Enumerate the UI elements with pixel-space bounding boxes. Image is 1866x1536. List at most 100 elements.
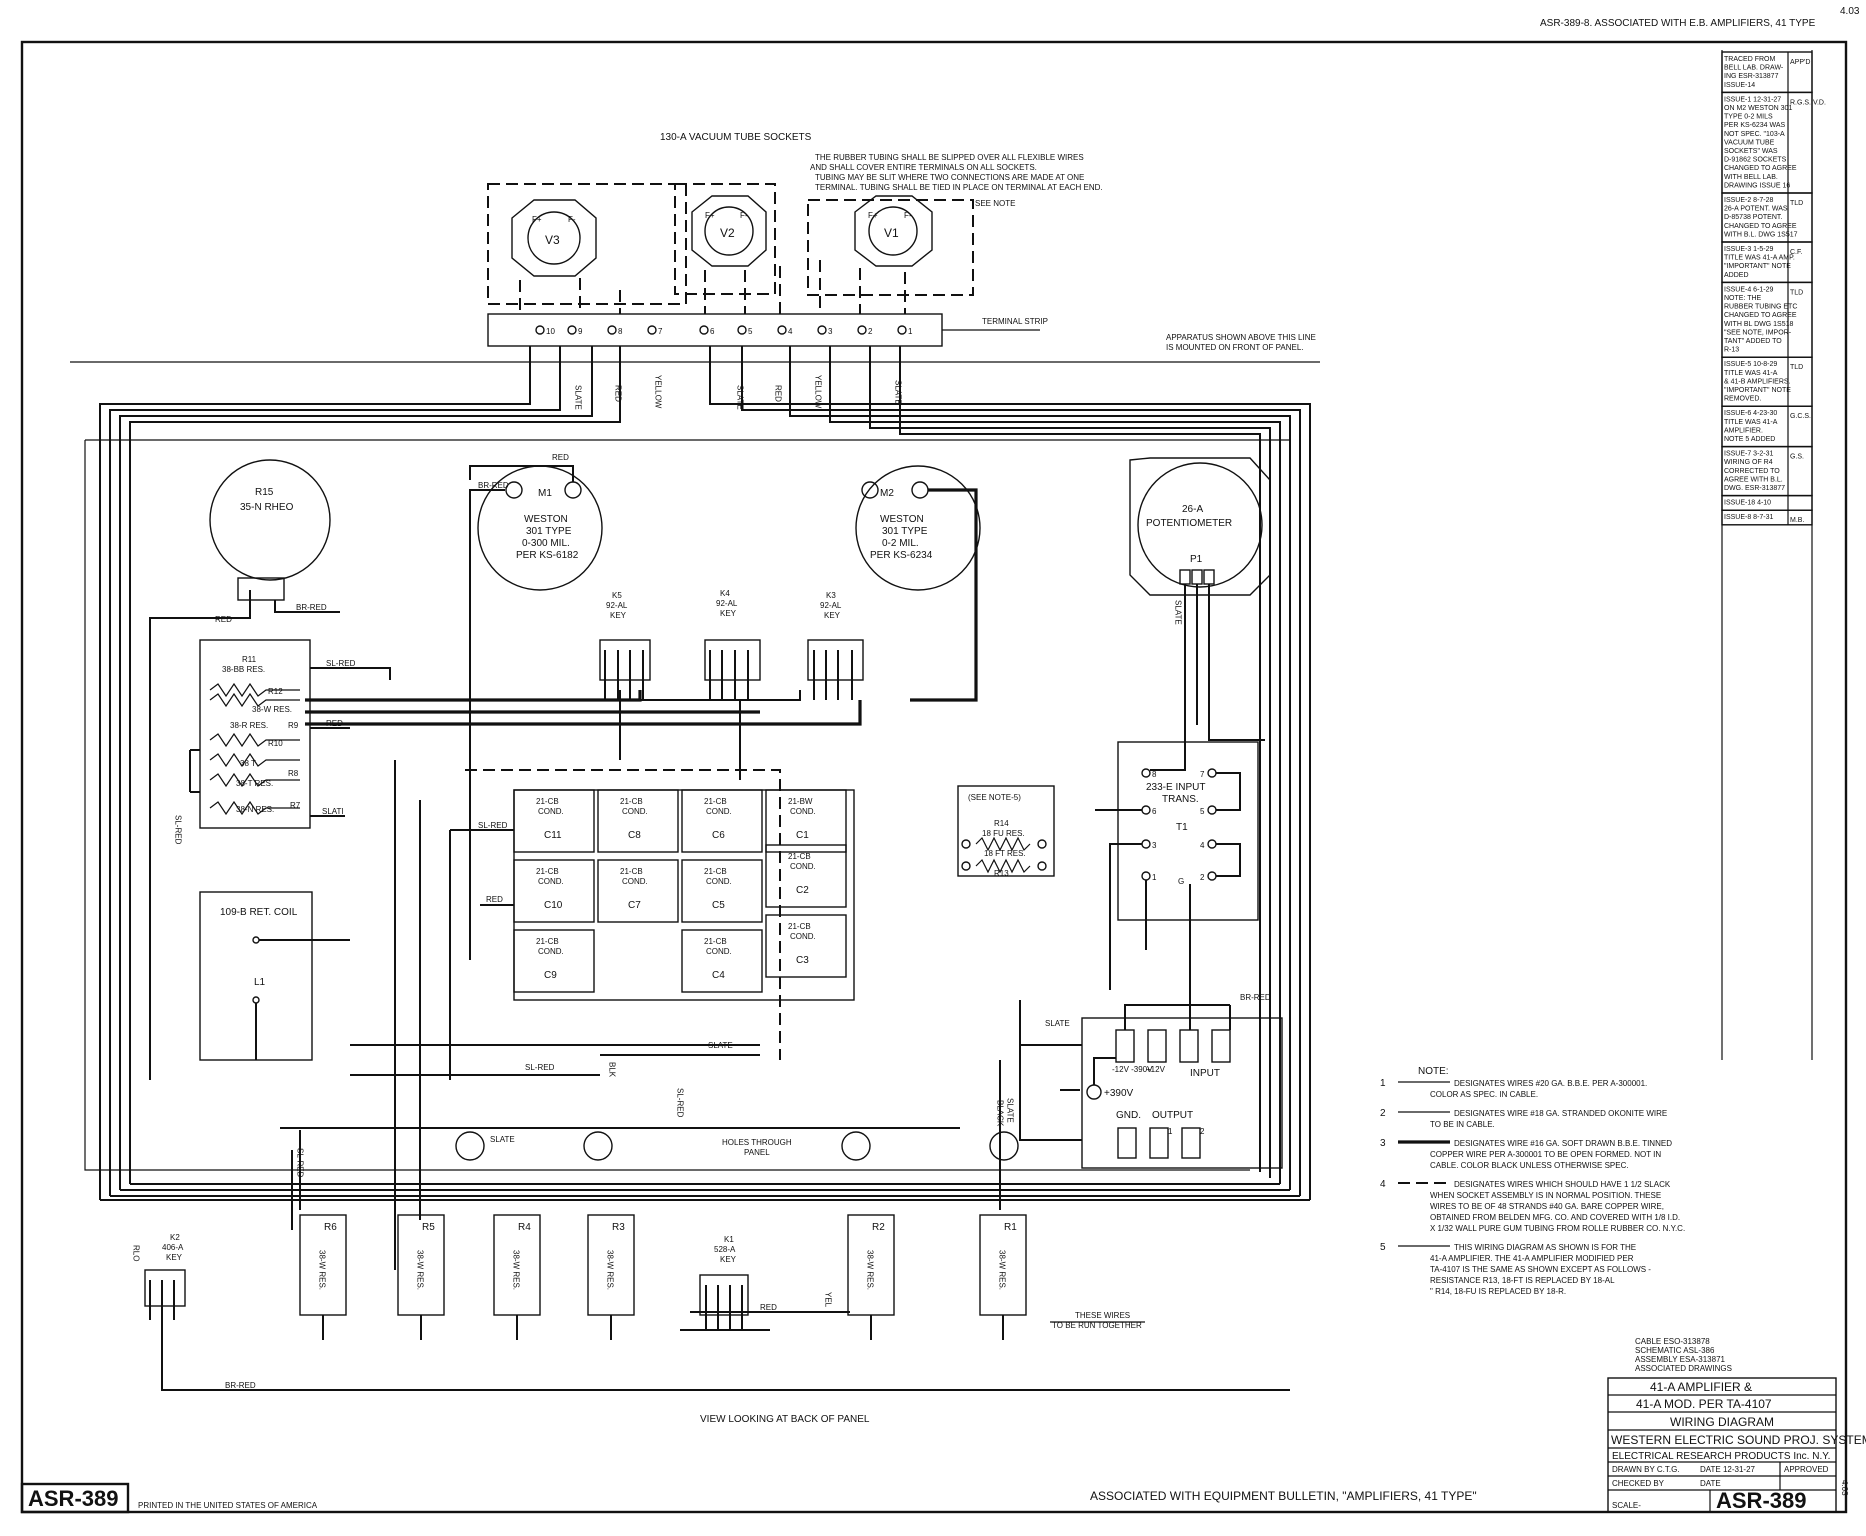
revision-approval-mark: TLD [1790,364,1803,371]
resistor-group: R11 38-BB RES. R12 38-W RES. 38-R RES. R… [189,639,391,829]
svg-text:SLATE: SLATE [574,385,583,410]
left-drawing-number: ASR-389 [28,1486,118,1511]
key-k3: K3 92-AL KEY [807,591,864,700]
note-line: DESIGNATES WIRE #16 GA. SOFT DRAWN B.B.E… [1454,1139,1672,1148]
revision-text: ISSUE-1 12-31-27 [1724,96,1781,103]
resistor-id: R5 [422,1222,435,1233]
svg-text:R15: R15 [255,487,274,498]
note-line: X 1/32 WALL PURE GUM TUBING FROM ROLLE R… [1430,1224,1685,1233]
condenser-group: 21-CBCOND.C1121-CBCOND.C821-CBCOND.C621-… [513,789,847,993]
resistor-id: R2 [872,1222,885,1233]
svg-text:TO BE RUN TOGETHER: TO BE RUN TOGETHER [1052,1321,1142,1330]
note-line: THIS WIRING DIAGRAM AS SHOWN IS FOR THE [1454,1243,1636,1252]
svg-text:RED: RED [215,615,232,624]
svg-text:M1: M1 [538,488,552,499]
svg-text:POTENTIOMETER: POTENTIOMETER [1146,518,1232,529]
svg-text:K4: K4 [720,589,730,598]
condenser-id: C7 [628,900,641,911]
svg-text:K3: K3 [826,591,836,600]
note-line: OBTAINED FROM BELDEN MFG. CO. AND COVERE… [1430,1213,1680,1222]
revision-text: WITH B.L. DWG 1S517 [1724,231,1798,238]
tube-to-strip-wires [519,260,906,314]
revision-approval-mark: G.C.S. [1790,413,1811,420]
svg-text:0-300 MIL.: 0-300 MIL. [522,538,570,549]
svg-text:-12V -390V: -12V -390V [1112,1065,1153,1074]
svg-text:SLATE: SLATE [1045,1019,1070,1028]
svg-text:V1: V1 [884,226,899,240]
svg-text:DRAWN BY C.T.G.: DRAWN BY C.T.G. [1612,1465,1680,1474]
svg-text:K5: K5 [612,591,622,600]
svg-text:R9: R9 [288,721,299,730]
note-line: DESIGNATES WIRE #18 GA. STRANDED OKONITE… [1454,1109,1667,1118]
revision-text: ISSUE-6 4-23-30 [1724,410,1777,417]
revision-text: ON M2 WESTON 301 [1724,105,1792,112]
condenser-type: 21-CB [704,797,727,806]
resistor-type: 38-W RES. [866,1250,875,1290]
condenser-type: 21-CB [536,937,559,946]
svg-text:CHECKED BY: CHECKED BY [1612,1479,1665,1488]
svg-text:92-AL: 92-AL [820,601,842,610]
svg-text:BR-RED: BR-RED [478,481,509,490]
svg-text:F+: F+ [532,215,542,224]
revision-text: ISSUE-7 3-2-31 [1724,451,1774,458]
condenser-type: 21-CB [704,937,727,946]
svg-text:T1: T1 [1176,822,1188,833]
svg-text:7: 7 [1200,770,1205,779]
svg-text:F-: F- [740,211,748,220]
svg-text:AND SHALL COVER ENTIRE TERMINA: AND SHALL COVER ENTIRE TERMINALS ON ALL … [810,163,1037,172]
condenser-type: 21-CB [620,867,643,876]
svg-text:YELLOW: YELLOW [654,375,663,409]
svg-text:F+: F+ [705,211,715,220]
meter-m1: M1 WESTON 301 TYPE 0-300 MIL. PER KS-618… [469,465,603,960]
svg-text:R8: R8 [288,769,299,778]
power-io-terminal-block: -12V -390V +12V INPUT +390V GND. OUTPUT … [1081,1004,1283,1169]
svg-text:41-A MOD. PER TA-4107: 41-A MOD. PER TA-4107 [1636,1397,1772,1411]
revision-text: CHANGED TO AGREE [1724,312,1797,319]
note-line: DESIGNATES WIRES #20 GA. B.B.E. PER A-30… [1454,1079,1647,1088]
tube-v3-outline [487,183,687,305]
note-line: TO BE IN CABLE. [1430,1120,1495,1129]
svg-text:528-A: 528-A [714,1245,736,1254]
main-cable-harness [84,346,1311,1201]
svg-text:6: 6 [1152,807,1157,816]
apparatus-note: APPARATUS SHOWN ABOVE THIS LINE IS MOUNT… [1166,333,1316,352]
svg-text:KEY: KEY [610,611,627,620]
condenser-id: C4 [712,970,725,981]
revision-text: D-91862 SOCKETS [1724,157,1787,164]
mid-wiring [280,760,1082,1270]
svg-text:DATE: DATE [1700,1479,1721,1488]
condenser-cond: COND. [622,877,648,886]
revision-text: ISSUE-4 6-1-29 [1724,286,1774,293]
header-page-number: 4.03 [1840,6,1860,17]
condenser-type: 21-BW [788,797,813,806]
note-number: 4 [1380,1179,1386,1190]
key-k4: K4 92-AL KEY [704,589,761,700]
svg-text:IS MOUNTED ON FRONT OF PANEL.: IS MOUNTED ON FRONT OF PANEL. [1166,343,1304,352]
svg-text:ASR-389: ASR-389 [1716,1488,1806,1513]
meter-m2: M2 WESTON 301 TYPE 0-2 MIL. PER KS-6234 [855,465,981,702]
revision-text: AGREE WITH B.L. [1724,476,1783,483]
condenser-cond: COND. [706,807,732,816]
svg-text:BLK: BLK [608,1062,617,1078]
condenser-id: C9 [544,970,557,981]
strip-terminal-number: 1 [908,327,913,336]
svg-text:0-2 MIL.: 0-2 MIL. [882,538,919,549]
svg-text:PER KS-6234: PER KS-6234 [870,550,933,561]
svg-text:+390V: +390V [1104,1088,1134,1099]
condenser-cond: COND. [538,877,564,886]
svg-text:TRANS.: TRANS. [1162,794,1199,805]
svg-text:APPROVED: APPROVED [1784,1465,1829,1474]
svg-text:18 FT RES.: 18 FT RES. [984,849,1026,858]
revision-text: & 41-B AMPLIFIERS. [1724,378,1791,385]
note-number: 1 [1380,1078,1386,1089]
harness-color-labels: SLATE RED YELLOW SLATE RED YELLOW SLATE [574,375,903,410]
revision-text: ING ESR-313877 [1724,73,1779,80]
printed-note: PRINTED IN THE UNITED STATES OF AMERICA [138,1501,318,1510]
strip-terminal-number: 3 [828,327,833,336]
condenser-id: C11 [544,830,562,841]
condenser-id: C5 [712,900,725,911]
svg-text:WESTERN ELECTRIC SOUND PROJ. S: WESTERN ELECTRIC SOUND PROJ. SYSTEMS [1611,1433,1866,1447]
svg-text:WESTON: WESTON [524,514,568,525]
